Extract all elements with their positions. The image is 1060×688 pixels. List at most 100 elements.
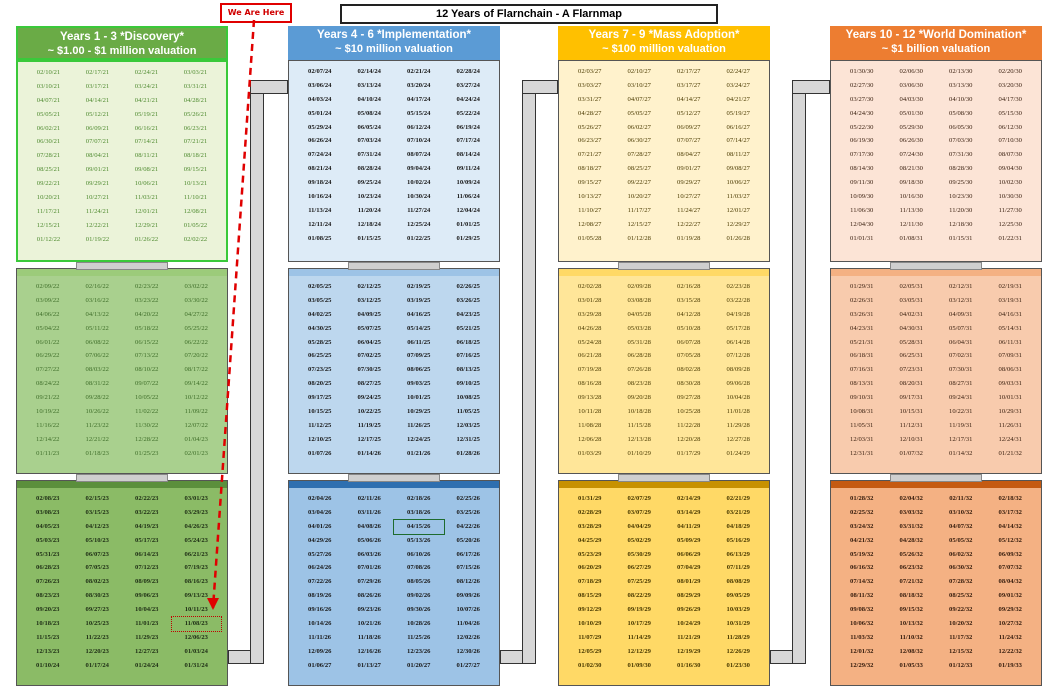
date-cell[interactable]: 03/27/30 [850,95,874,103]
date-cell[interactable]: 01/10/29 [627,449,651,457]
date-cell[interactable]: 09/17/31 [899,394,923,402]
date-cell[interactable]: 08/30/23 [85,592,109,600]
date-cell[interactable]: 04/19/28 [726,310,750,318]
date-cell[interactable]: 04/05/28 [627,310,651,318]
date-cell[interactable]: 05/14/25 [407,324,431,332]
date-cell[interactable]: 05/29/24 [308,123,332,131]
date-cell[interactable]: 01/29/31 [850,283,874,290]
date-cell[interactable]: 02/19/25 [407,283,431,290]
date-cell[interactable]: 04/26/23 [184,522,208,530]
date-cell[interactable]: 07/31/30 [949,151,973,159]
date-cell[interactable]: 01/22/25 [407,234,431,242]
date-cell[interactable]: 12/01/27 [726,206,750,214]
date-cell[interactable]: 11/14/29 [627,633,651,641]
date-cell[interactable]: 08/22/29 [627,592,651,600]
date-cell[interactable]: 12/23/26 [407,647,431,655]
date-cell[interactable]: 08/04/21 [85,152,110,160]
date-cell[interactable]: 11/24/32 [998,633,1022,641]
date-cell[interactable]: 06/18/31 [850,352,874,360]
date-cell[interactable]: 03/13/24 [357,81,381,89]
date-cell[interactable]: 10/23/24 [357,193,381,201]
date-cell[interactable]: 04/08/26 [357,522,381,530]
date-cell[interactable]: 09/06/23 [135,592,159,600]
date-cell[interactable]: 05/05/27 [627,109,651,117]
date-cell[interactable]: 09/06/28 [726,380,750,388]
date-cell[interactable]: 02/20/30 [998,68,1022,75]
date-cell[interactable]: 10/21/26 [357,620,381,628]
date-cell[interactable]: 12/11/30 [899,220,923,228]
date-cell[interactable]: 12/22/21 [85,221,110,229]
date-cell[interactable]: 09/04/24 [407,165,431,173]
date-cell[interactable]: 10/04/28 [726,394,750,402]
date-cell[interactable]: 09/01/27 [677,165,701,173]
date-cell[interactable]: 06/18/25 [456,338,480,346]
date-cell[interactable]: 01/08/25 [308,234,332,242]
date-cell[interactable]: 05/24/28 [578,338,602,346]
date-cell[interactable]: 02/14/29 [677,495,701,502]
date-cell[interactable]: 03/05/31 [899,296,923,304]
date-cell[interactable]: 05/01/24 [308,109,332,117]
date-cell[interactable]: 07/19/28 [578,366,602,374]
date-cell[interactable]: 01/18/23 [85,449,109,457]
date-cell[interactable]: 05/26/21 [183,110,208,118]
date-cell[interactable]: 01/24/29 [726,449,750,457]
date-cell[interactable]: 03/06/30 [899,81,923,89]
date-cell[interactable]: 12/26/29 [726,647,750,655]
date-cell[interactable]: 09/29/27 [677,179,701,187]
date-cell[interactable]: 08/19/26 [308,592,332,600]
date-cell[interactable]: 04/13/22 [85,310,109,318]
date-cell[interactable]: 07/21/21 [183,138,208,146]
date-cell[interactable]: 03/19/25 [407,296,431,304]
date-cell[interactable]: 02/16/28 [677,283,701,290]
date-cell[interactable]: 01/03/24 [184,647,208,655]
date-cell[interactable]: 02/23/22 [135,283,159,290]
date-cell[interactable]: 06/28/23 [36,564,60,572]
date-cell[interactable]: 06/05/24 [357,123,381,131]
date-cell[interactable]: 04/18/29 [726,522,750,530]
date-cell[interactable]: 09/28/22 [85,394,109,402]
date-cell[interactable]: 04/03/24 [308,95,332,103]
date-cell[interactable]: 11/10/21 [183,194,208,202]
date-cell[interactable]: 08/04/32 [998,578,1022,586]
date-cell[interactable]: 01/17/29 [677,449,701,457]
date-cell[interactable]: 10/16/30 [899,193,923,201]
date-cell[interactable]: 10/18/23 [36,620,60,628]
date-cell[interactable]: 06/23/32 [899,564,923,572]
date-cell[interactable]: 02/06/30 [899,68,923,75]
date-cell[interactable]: 03/05/25 [308,296,332,304]
date-cell[interactable]: 08/30/28 [677,380,701,388]
date-cell[interactable]: 09/19/29 [627,606,651,614]
date-cell[interactable]: 10/20/27 [627,193,651,201]
date-cell[interactable]: 07/18/29 [578,578,602,586]
date-cell[interactable]: 08/14/24 [456,151,480,159]
date-cell[interactable]: 12/12/29 [627,647,651,655]
date-cell[interactable]: 12/21/22 [85,435,109,443]
date-cell[interactable]: 12/03/31 [850,435,874,443]
date-cell[interactable]: 11/06/24 [456,193,480,201]
date-cell[interactable]: 05/28/31 [899,338,923,346]
date-cell[interactable]: 02/17/27 [677,68,701,75]
date-cell[interactable]: 03/31/21 [183,82,208,90]
date-cell[interactable]: 09/23/26 [357,606,381,614]
date-cell[interactable]: 10/14/26 [308,620,332,628]
date-cell[interactable]: 10/17/29 [627,620,651,628]
date-cell[interactable]: 03/12/25 [357,296,381,304]
date-cell[interactable]: 09/08/32 [850,606,874,614]
date-cell[interactable]: 11/07/29 [578,633,602,641]
date-cell[interactable]: 11/12/25 [308,421,332,429]
date-cell[interactable]: 12/18/24 [357,220,381,228]
date-cell[interactable]: 12/19/29 [677,647,701,655]
date-cell[interactable]: 02/18/32 [998,495,1022,502]
date-cell[interactable]: 12/25/24 [407,220,431,228]
date-cell[interactable]: 09/18/24 [308,179,332,187]
date-cell[interactable]: 06/02/21 [36,124,61,132]
date-cell[interactable]: 08/28/30 [949,165,973,173]
date-cell[interactable]: 02/18/26 [407,495,431,502]
date-cell[interactable]: 03/26/25 [456,296,480,304]
date-cell[interactable]: 10/06/27 [726,179,750,187]
date-cell[interactable]: 08/27/31 [949,380,973,388]
date-cell[interactable]: 01/31/24 [184,661,208,669]
date-cell[interactable]: 01/23/30 [726,661,750,669]
date-cell[interactable]: 07/20/22 [184,352,208,360]
date-cell[interactable]: 03/24/27 [726,81,750,89]
